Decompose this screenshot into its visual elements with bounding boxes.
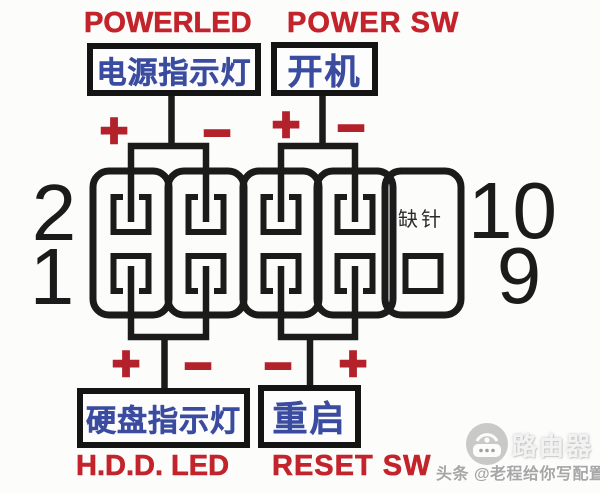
wire-power-led xyxy=(127,95,210,222)
reset-sw-minus-sign: − xyxy=(263,340,294,393)
wires xyxy=(127,95,359,390)
power-led-minus-sign: − xyxy=(202,107,233,160)
hdd-led-label: 硬盘指示灯 xyxy=(86,405,241,439)
reset-sw-title: RESET SW xyxy=(272,450,432,483)
hdd-led-label-box: 硬盘指示灯 xyxy=(77,388,250,448)
pin-number-2: 2 xyxy=(31,168,77,257)
power-sw-label: 开机 xyxy=(287,52,362,92)
wire-reset-sw xyxy=(277,266,359,387)
pin-9-square xyxy=(402,253,444,294)
reset-sw-label-box: 重启 xyxy=(258,385,361,448)
router-icon xyxy=(466,423,508,465)
power-led-title: POWERLED xyxy=(84,7,252,40)
power-sw-minus-sign: − xyxy=(336,102,367,155)
pin-number-10: 10 xyxy=(468,166,557,255)
watermark-author-name: 路由器 xyxy=(512,433,594,461)
power-led-label-box: 电源指示灯 xyxy=(87,43,261,96)
pin-number-9: 9 xyxy=(496,231,542,320)
missing-pin-label: 缺针 xyxy=(398,209,444,231)
reset-sw-plus-sign: + xyxy=(338,338,369,391)
power-sw-title: POWER SW xyxy=(287,7,460,40)
power-sw-label-box: 开机 xyxy=(271,42,378,96)
hdd-led-minus-sign: − xyxy=(183,340,214,393)
reset-sw-label: 重启 xyxy=(272,400,347,440)
pin-number-1: 1 xyxy=(29,232,75,321)
watermark-credit: 头条 @老程给你写配置 xyxy=(436,466,600,483)
hdd-led-title: H.D.D. LED xyxy=(76,450,230,483)
wire-hdd-led xyxy=(127,266,210,390)
hdd-led-plus-sign: + xyxy=(111,338,142,391)
power-sw-plus-sign: + xyxy=(271,99,302,152)
wire-power-sw xyxy=(277,95,359,222)
pin-capsule-5 xyxy=(381,167,465,319)
power-led-label: 电源指示灯 xyxy=(96,56,252,90)
power-led-plus-sign: + xyxy=(99,105,130,158)
